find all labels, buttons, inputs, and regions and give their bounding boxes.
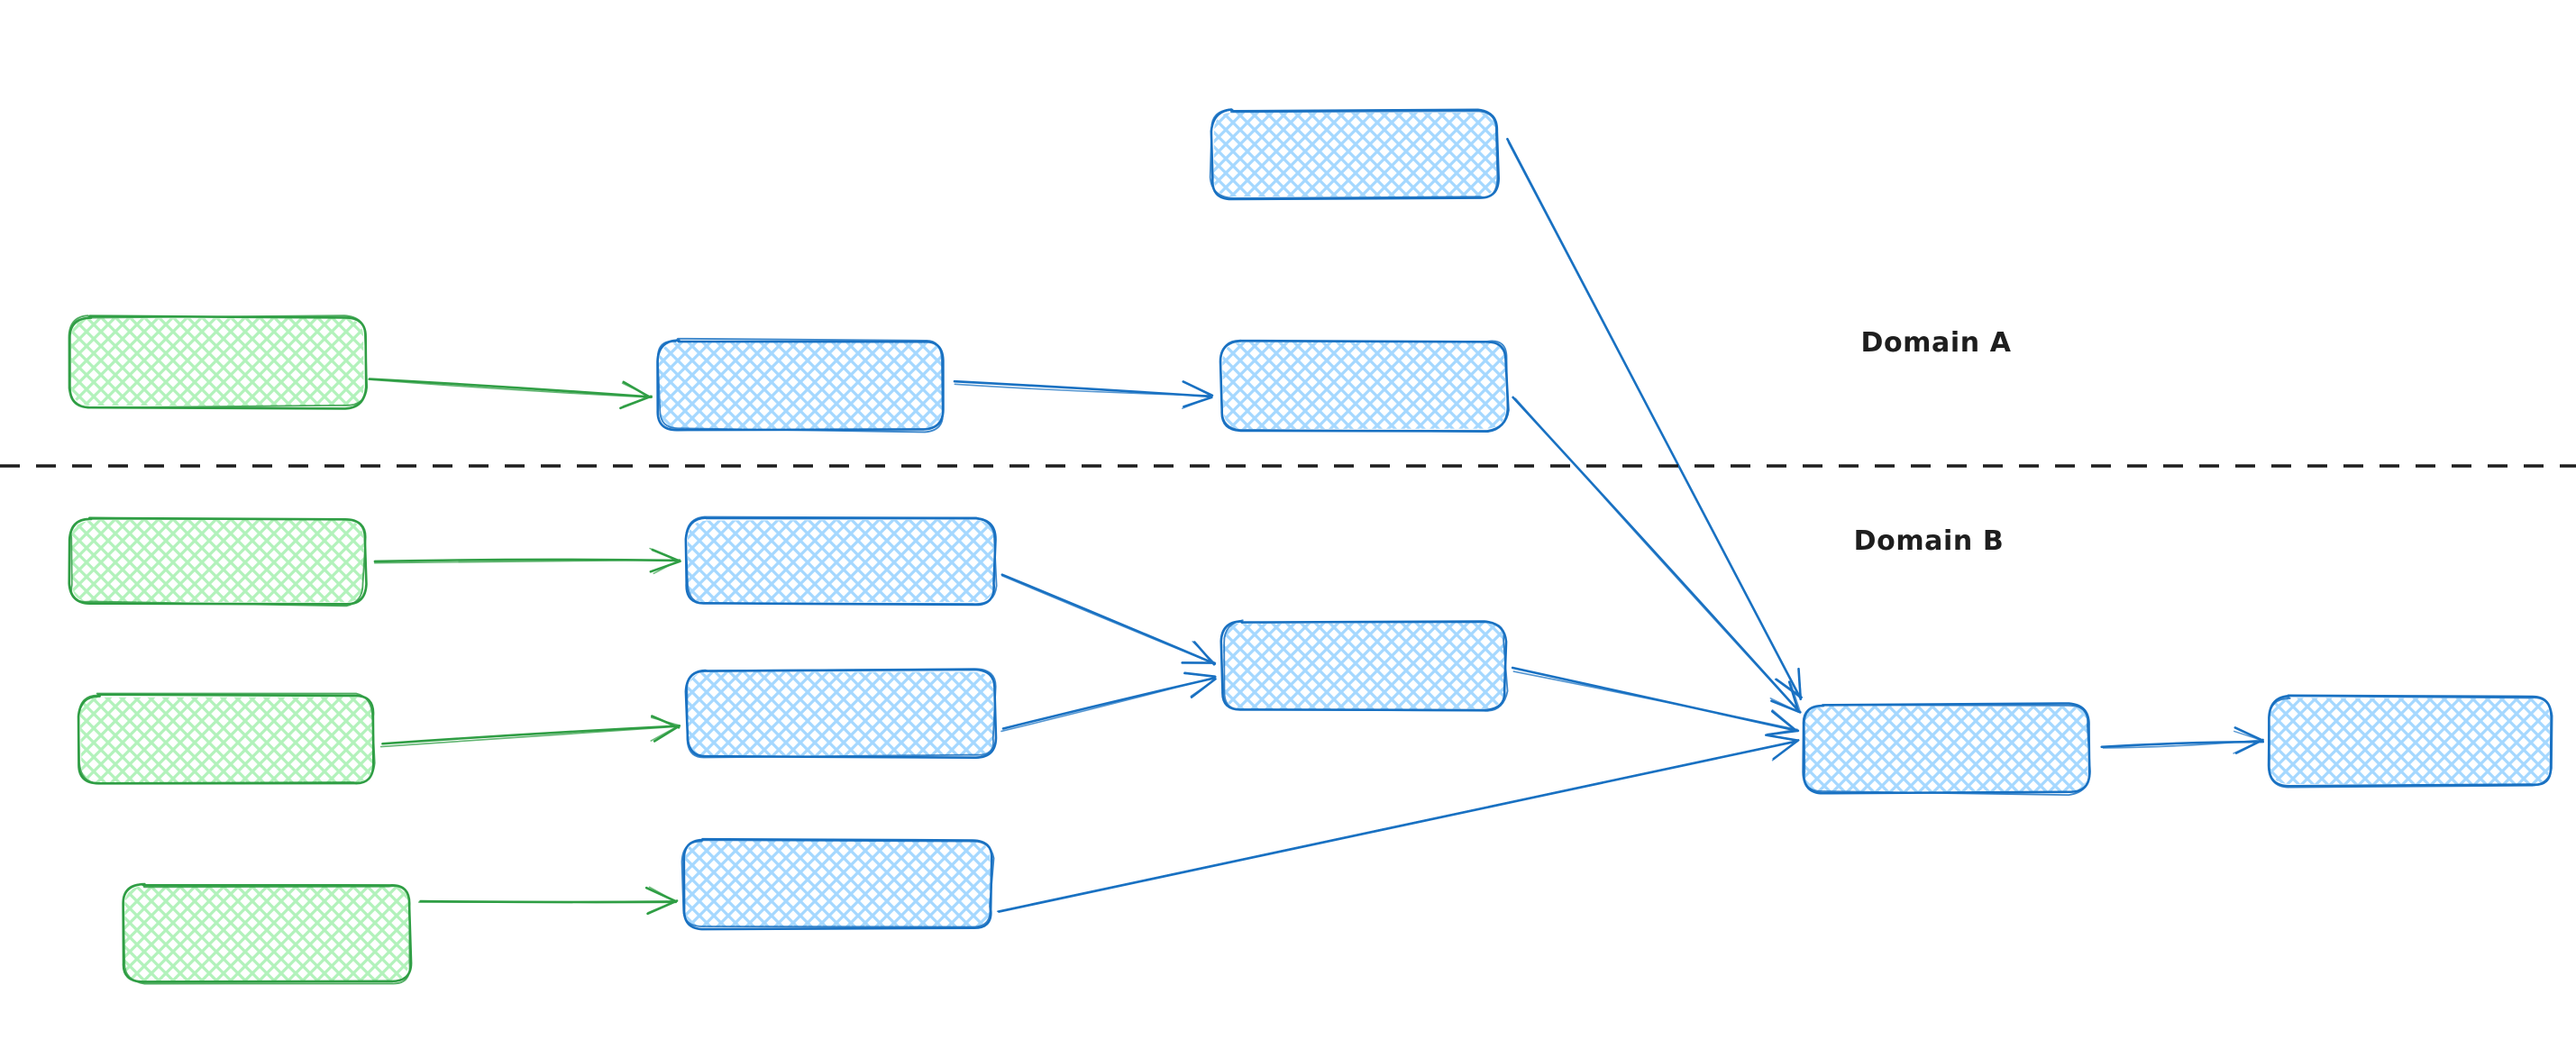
node-outline-2 <box>68 315 369 409</box>
edge-b-green-3-to-b-blue-3[interactable] <box>417 886 679 916</box>
edge-a-blue-2-to-b-blue-hub[interactable] <box>1512 396 1802 714</box>
node-fill <box>70 519 364 603</box>
edge-arrowhead <box>1787 680 1800 713</box>
edge-arrowhead <box>1771 739 1798 762</box>
node-outline-2 <box>656 337 944 433</box>
node-fill <box>79 697 373 783</box>
node-fill <box>1222 341 1506 429</box>
edge-layer <box>368 137 2265 916</box>
node-fill <box>1222 622 1505 710</box>
node-fill <box>70 318 364 406</box>
node-outline-2 <box>1209 108 1499 199</box>
edge-shaft <box>1000 676 1217 733</box>
edge-shaft <box>379 725 680 748</box>
edge-arrowhead <box>1183 672 1217 678</box>
edge-arrowhead <box>648 886 676 902</box>
edge-arrowhead <box>647 899 678 914</box>
edge-arrowhead <box>653 725 681 743</box>
edge-arrowhead <box>653 559 681 575</box>
node-outline-2 <box>1223 619 1509 712</box>
node-fill <box>687 671 994 756</box>
domain-b-label: Domain B <box>1854 525 2005 557</box>
edge-arrowhead <box>1183 381 1211 397</box>
node-b-blue-3[interactable] <box>681 837 995 931</box>
edge-b-blue-hub-to-b-blue-final[interactable] <box>2100 726 2265 754</box>
node-fill <box>1213 112 1497 197</box>
edge-shaft <box>1507 141 1802 699</box>
edge-arrowhead <box>2233 739 2263 754</box>
edge-arrowhead <box>1790 683 1801 713</box>
edge-arrowhead <box>2233 730 2263 742</box>
edge-arrowhead <box>1182 397 1212 409</box>
node-outline-2 <box>78 692 376 784</box>
node-outline-2 <box>686 668 997 759</box>
edge-b-green-2-to-b-blue-2[interactable] <box>379 715 681 748</box>
edge-arrowhead <box>1797 669 1802 699</box>
edge-a-green-1-to-a-blue-1[interactable] <box>368 378 653 410</box>
node-fill <box>1803 706 2088 793</box>
node-a-green-1[interactable] <box>68 315 369 410</box>
edge-arrowhead <box>1766 728 1798 735</box>
node-outline-2 <box>123 883 411 985</box>
node-fill <box>124 885 409 981</box>
edge-a-top-blue-to-b-blue-hub[interactable] <box>1506 137 1803 701</box>
node-a-blue-1[interactable] <box>656 337 945 433</box>
edge-shaft <box>368 378 653 398</box>
edge-shaft <box>1001 575 1217 665</box>
node-b-blue-hub[interactable] <box>1802 702 2091 797</box>
node-layer <box>68 108 2553 985</box>
node-a-blue-2[interactable] <box>1219 339 1510 433</box>
edge-a-blue-1-to-a-blue-2[interactable] <box>953 379 1214 409</box>
node-b-blue-mid[interactable] <box>1219 619 1509 712</box>
edge-b-blue-3-to-b-blue-hub[interactable] <box>996 734 1800 913</box>
edge-arrowhead <box>649 560 681 573</box>
edge-b-blue-1-to-b-blue-mid[interactable] <box>1000 573 1217 666</box>
edge-arrowhead <box>650 716 680 726</box>
edge-arrowhead <box>1774 679 1801 698</box>
node-a-top-blue[interactable] <box>1209 108 1500 201</box>
node-fill <box>659 341 943 430</box>
edge-shaft <box>996 739 1799 913</box>
edge-shaft <box>1512 670 1798 731</box>
domain-a-label: Domain A <box>1860 327 2011 359</box>
node-outline-2 <box>685 515 998 606</box>
edge-arrowhead <box>2233 726 2264 742</box>
node-b-green-2[interactable] <box>77 692 376 785</box>
edge-shaft <box>1514 397 1800 713</box>
edge-b-green-1-to-b-blue-1[interactable] <box>373 547 681 575</box>
edge-shaft <box>373 559 681 564</box>
edge-arrowhead <box>649 547 681 562</box>
edge-shaft <box>381 725 681 745</box>
node-outline-2 <box>1219 339 1509 433</box>
edge-shaft <box>954 383 1213 397</box>
edge-shaft <box>368 379 653 398</box>
edge-shaft <box>2102 739 2264 749</box>
node-b-blue-2[interactable] <box>684 668 998 759</box>
node-b-green-3[interactable] <box>122 882 413 985</box>
edge-b-blue-mid-to-b-blue-hub[interactable] <box>1511 666 1800 736</box>
node-b-green-1[interactable] <box>68 516 368 607</box>
edge-arrowhead <box>622 395 653 407</box>
edge-arrowhead <box>1771 708 1797 732</box>
edge-arrowhead <box>1768 734 1799 742</box>
node-outline-2 <box>681 839 995 928</box>
edge-arrowhead <box>621 382 651 397</box>
node-fill <box>685 840 991 927</box>
node-fill <box>687 519 994 603</box>
node-b-blue-final[interactable] <box>2267 694 2553 789</box>
node-outline-2 <box>69 517 367 607</box>
node-b-blue-1[interactable] <box>684 515 998 607</box>
edge-arrowhead <box>1769 698 1801 714</box>
edge-arrowhead <box>650 725 680 742</box>
node-outline-2 <box>2267 695 2553 789</box>
node-fill <box>2270 698 2550 785</box>
edge-shaft <box>417 900 676 903</box>
edge-arrowhead <box>1190 678 1217 698</box>
edge-b-blue-2-to-b-blue-mid[interactable] <box>1000 671 1217 733</box>
edge-arrowhead <box>1192 641 1215 663</box>
node-outline-2 <box>1803 704 2091 797</box>
